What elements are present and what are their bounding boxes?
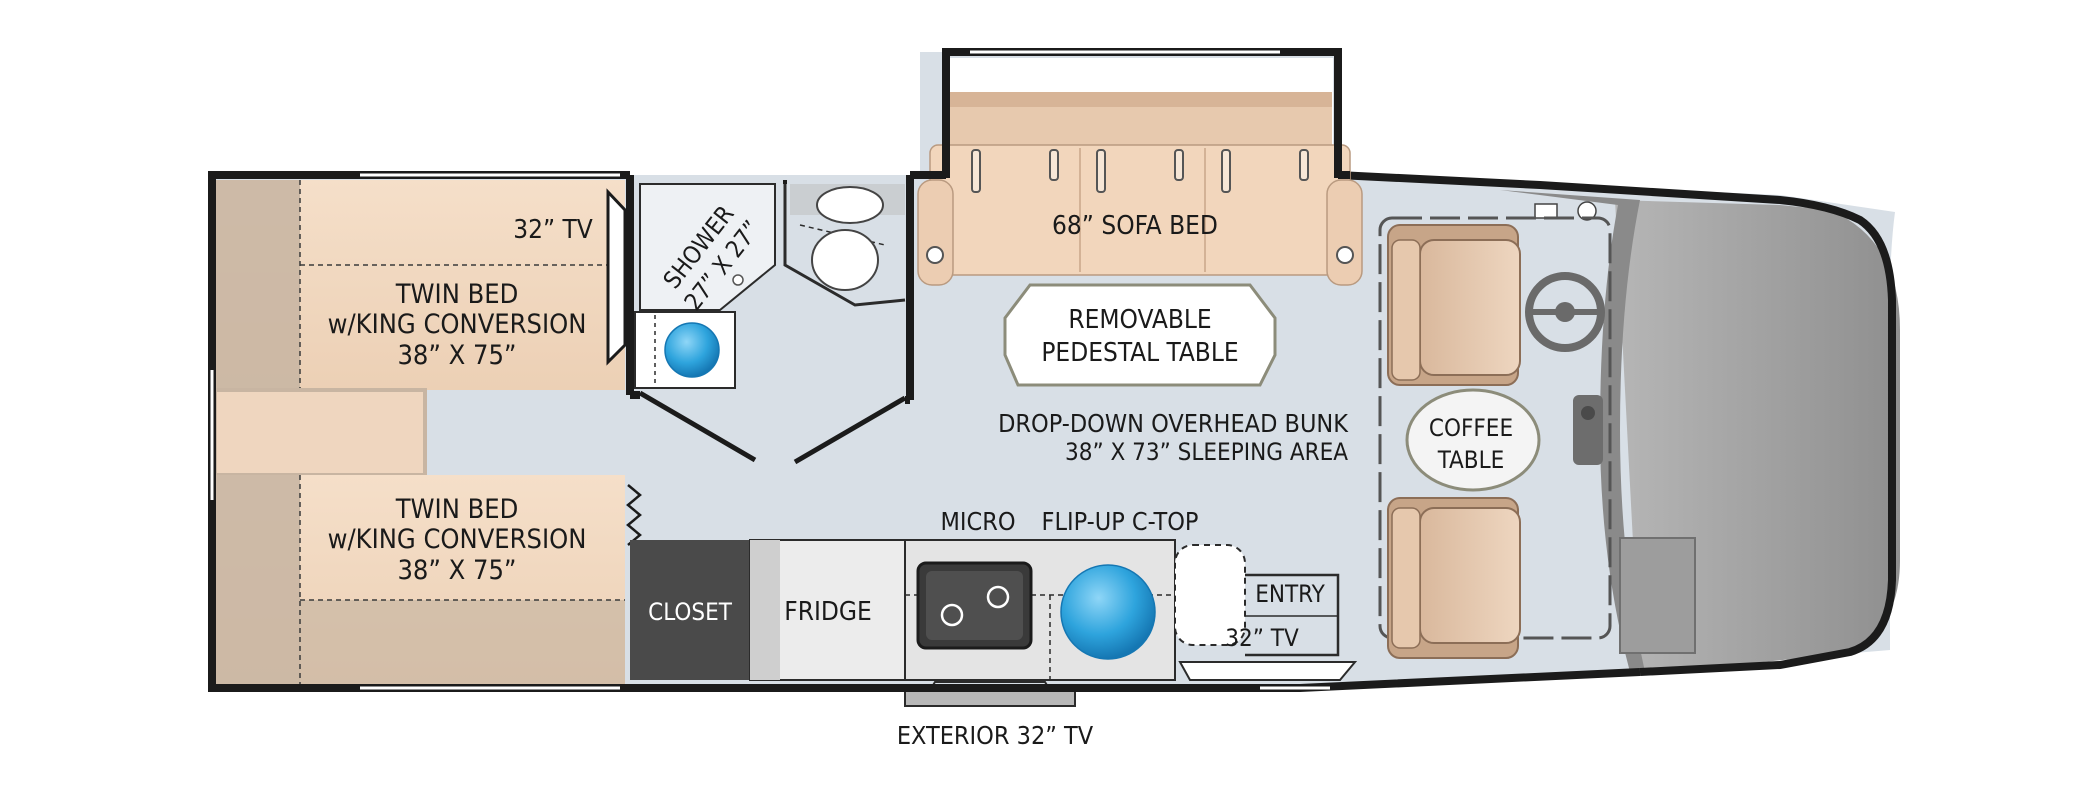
entry-tv-label: 32” TV	[1225, 624, 1299, 652]
sofa-bed-label: 68” SOFA BED	[1052, 211, 1218, 241]
cab-step	[1619, 537, 1696, 654]
twin-bed-bottom-lines	[299, 475, 625, 685]
bed-step	[215, 390, 425, 475]
fridge-shade	[750, 540, 780, 680]
fridge-label: FRIDGE	[784, 597, 872, 627]
sofa-arm-left	[917, 179, 954, 286]
lav-sink-icon	[664, 322, 720, 378]
entry-step	[1178, 661, 1358, 681]
twin-bed-bottom-label: TWIN BED	[395, 494, 519, 525]
coffee-table-label-2: TABLE	[1437, 446, 1505, 474]
steering-wheel-icon	[1525, 272, 1605, 352]
shift-knob	[1581, 406, 1595, 420]
shower-drain-icon	[732, 274, 744, 286]
bath-door-right	[793, 395, 907, 465]
entry-box	[1245, 573, 1340, 657]
sofa-arm-right	[1326, 179, 1363, 286]
bedroom-tv-label: 32” TV	[513, 215, 593, 245]
bathroom-walls	[626, 175, 914, 404]
galley-sink-icon	[1060, 564, 1156, 660]
bedroom-tv-icon	[606, 188, 627, 366]
twin-bed-top-label-2: w/KING CONVERSION	[328, 309, 587, 340]
burner-icon	[986, 585, 1010, 609]
toilet-icon	[811, 186, 884, 291]
captain-chair-top	[1387, 224, 1521, 386]
pedestal-table-label-2: PEDESTAL TABLE	[1041, 338, 1238, 368]
overhead-bunk-size-label: 38” X 73” SLEEPING AREA	[1065, 438, 1348, 466]
twin-bed-bottom-pillow	[215, 475, 300, 685]
twin-bed-bottom-foot	[300, 600, 625, 685]
burner-icon	[940, 603, 964, 627]
entry-label: ENTRY	[1255, 580, 1325, 608]
gear-shift-icon	[1573, 395, 1603, 465]
twin-bed-top-pillow	[215, 180, 300, 390]
twin-bed-top-lines	[299, 180, 625, 390]
sofa-straps	[971, 149, 1309, 193]
twin-bed-top-label-3: 38” X 75”	[397, 340, 516, 371]
flip-up-counter	[1174, 544, 1246, 646]
cab-outline	[1337, 171, 1896, 676]
pedestal-table	[1003, 283, 1277, 387]
flip-up-label: FLIP-UP C-TOP	[1042, 507, 1199, 536]
bath-door-left	[638, 390, 757, 463]
dash-screen	[1534, 203, 1558, 219]
twin-bed-bottom-label-2: w/KING CONVERSION	[328, 524, 587, 555]
exterior-tv-icon	[904, 689, 1076, 707]
sofa-back-top	[950, 92, 1332, 107]
closet	[630, 540, 750, 680]
cooktop-inner	[926, 571, 1023, 640]
captain-chair-bottom	[1387, 497, 1521, 659]
sofa-knob-right	[1336, 246, 1354, 264]
closet-label: CLOSET	[648, 598, 733, 626]
overhead-bunk-label: DROP-DOWN OVERHEAD BUNK	[998, 409, 1349, 438]
twin-bed-top-label: TWIN BED	[395, 279, 519, 310]
micro-label: MICRO	[940, 507, 1015, 536]
dash-knob	[1577, 201, 1597, 221]
exterior-tv-label: EXTERIOR 32” TV	[897, 721, 1094, 750]
twin-bed-bottom-label-3: 38” X 75”	[397, 555, 516, 586]
accordion-divider	[626, 484, 642, 546]
coffee-table-label: COFFEE	[1429, 414, 1513, 442]
sofa-seat	[929, 144, 1351, 276]
toilet-partition	[783, 184, 906, 307]
sofa-knob-left	[926, 246, 944, 264]
coffee-table	[1405, 388, 1541, 492]
exterior-wall-bottom	[208, 668, 1641, 692]
pedestal-table-label: REMOVABLE	[1068, 305, 1211, 335]
